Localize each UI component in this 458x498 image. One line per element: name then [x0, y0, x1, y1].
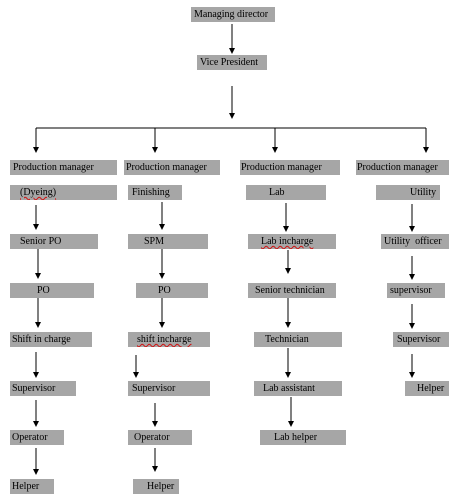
- col1-item-po: PO: [10, 283, 94, 298]
- col1-item-shift-in-charge: Shift in charge: [10, 332, 92, 347]
- col1-item-helper: Helper: [10, 479, 54, 494]
- col2-item-finishing: Finishing: [128, 185, 182, 200]
- col2-item-label: shift incharge: [137, 334, 192, 345]
- col1-item-dyeing: (Dyeing): [10, 185, 117, 200]
- col3-production-manager: Production manager: [240, 160, 340, 175]
- col2-item-label: SPM: [144, 236, 165, 247]
- col2-item-label: Supervisor: [132, 383, 176, 394]
- col2-item-helper: Helper: [133, 479, 179, 494]
- col2-item-label: PO: [158, 285, 171, 296]
- col3-item-lab: Lab: [246, 185, 326, 200]
- col1-item-label: Supervisor: [12, 383, 56, 394]
- col1-item-label: Shift in charge: [12, 334, 71, 345]
- managing-director-label: Managing director: [194, 9, 269, 20]
- col2-head-label: Production manager: [126, 162, 207, 173]
- col1-item-label: Helper: [12, 481, 40, 492]
- col3-item-label: Technician: [265, 334, 309, 345]
- col2-item-po: PO: [136, 283, 208, 298]
- col1-item-label: Senior PO: [20, 236, 62, 247]
- col3-item-label: Lab: [269, 187, 285, 198]
- vice-president-label: Vice President: [200, 57, 258, 68]
- col4-item-utility: Utility: [376, 185, 440, 200]
- col3-item-lab-incharge: Lab incharge: [248, 234, 336, 249]
- col3-item-label: Lab helper: [274, 432, 318, 443]
- managing-director-box: Managing director: [191, 7, 275, 22]
- col4-item-label: Utility: [410, 187, 437, 198]
- col2-item-label: Helper: [147, 481, 175, 492]
- col1-item-operator: Operator: [10, 430, 64, 445]
- col4-production-manager: Production manager: [356, 160, 449, 175]
- col4-item-helper: Helper: [405, 381, 449, 396]
- col2-item-label: Finishing: [132, 187, 170, 198]
- col1-production-manager: Production manager: [10, 160, 117, 175]
- col1-head-label: Production manager: [13, 162, 94, 173]
- vice-president-box: Vice President: [197, 55, 267, 70]
- col4-item-label: Helper: [417, 383, 445, 394]
- col4-item-utility-officer: Utility officer: [381, 234, 449, 249]
- col3-item-lab-helper: Lab helper: [260, 430, 346, 445]
- col3-item-label: Lab assistant: [263, 383, 315, 394]
- col3-item-label: Senior technician: [255, 285, 325, 296]
- col4-item-label: Supervisor: [397, 334, 441, 345]
- col1-item-label: PO: [37, 285, 50, 296]
- col1-item-senior-po: Senior PO: [10, 234, 98, 249]
- col3-head-label: Production manager: [241, 162, 322, 173]
- col4-item-label: Utility officer: [384, 236, 442, 247]
- col2-item-operator: Operator: [128, 430, 192, 445]
- col1-item-supervisor: Supervisor: [10, 381, 76, 396]
- col3-item-senior-technician: Senior technician: [248, 283, 336, 298]
- col3-item-technician: Technician: [254, 332, 342, 347]
- col2-production-manager: Production manager: [124, 160, 220, 175]
- col4-item-supervisor-lower: supervisor: [387, 283, 445, 298]
- col2-item-supervisor: Supervisor: [128, 381, 210, 396]
- col2-item-shift-incharge: shift incharge: [128, 332, 210, 347]
- col4-item-supervisor: Supervisor: [393, 332, 449, 347]
- col3-item-label: Lab incharge: [261, 236, 314, 247]
- col4-head-label: Production manager: [357, 162, 438, 173]
- col1-item-label: Operator: [12, 432, 48, 443]
- col2-item-label: Operator: [134, 432, 170, 443]
- col2-item-spm: SPM: [128, 234, 208, 249]
- col3-item-lab-assistant: Lab assistant: [254, 381, 342, 396]
- col1-item-label: (Dyeing): [20, 187, 57, 198]
- col4-item-label: supervisor: [390, 285, 432, 296]
